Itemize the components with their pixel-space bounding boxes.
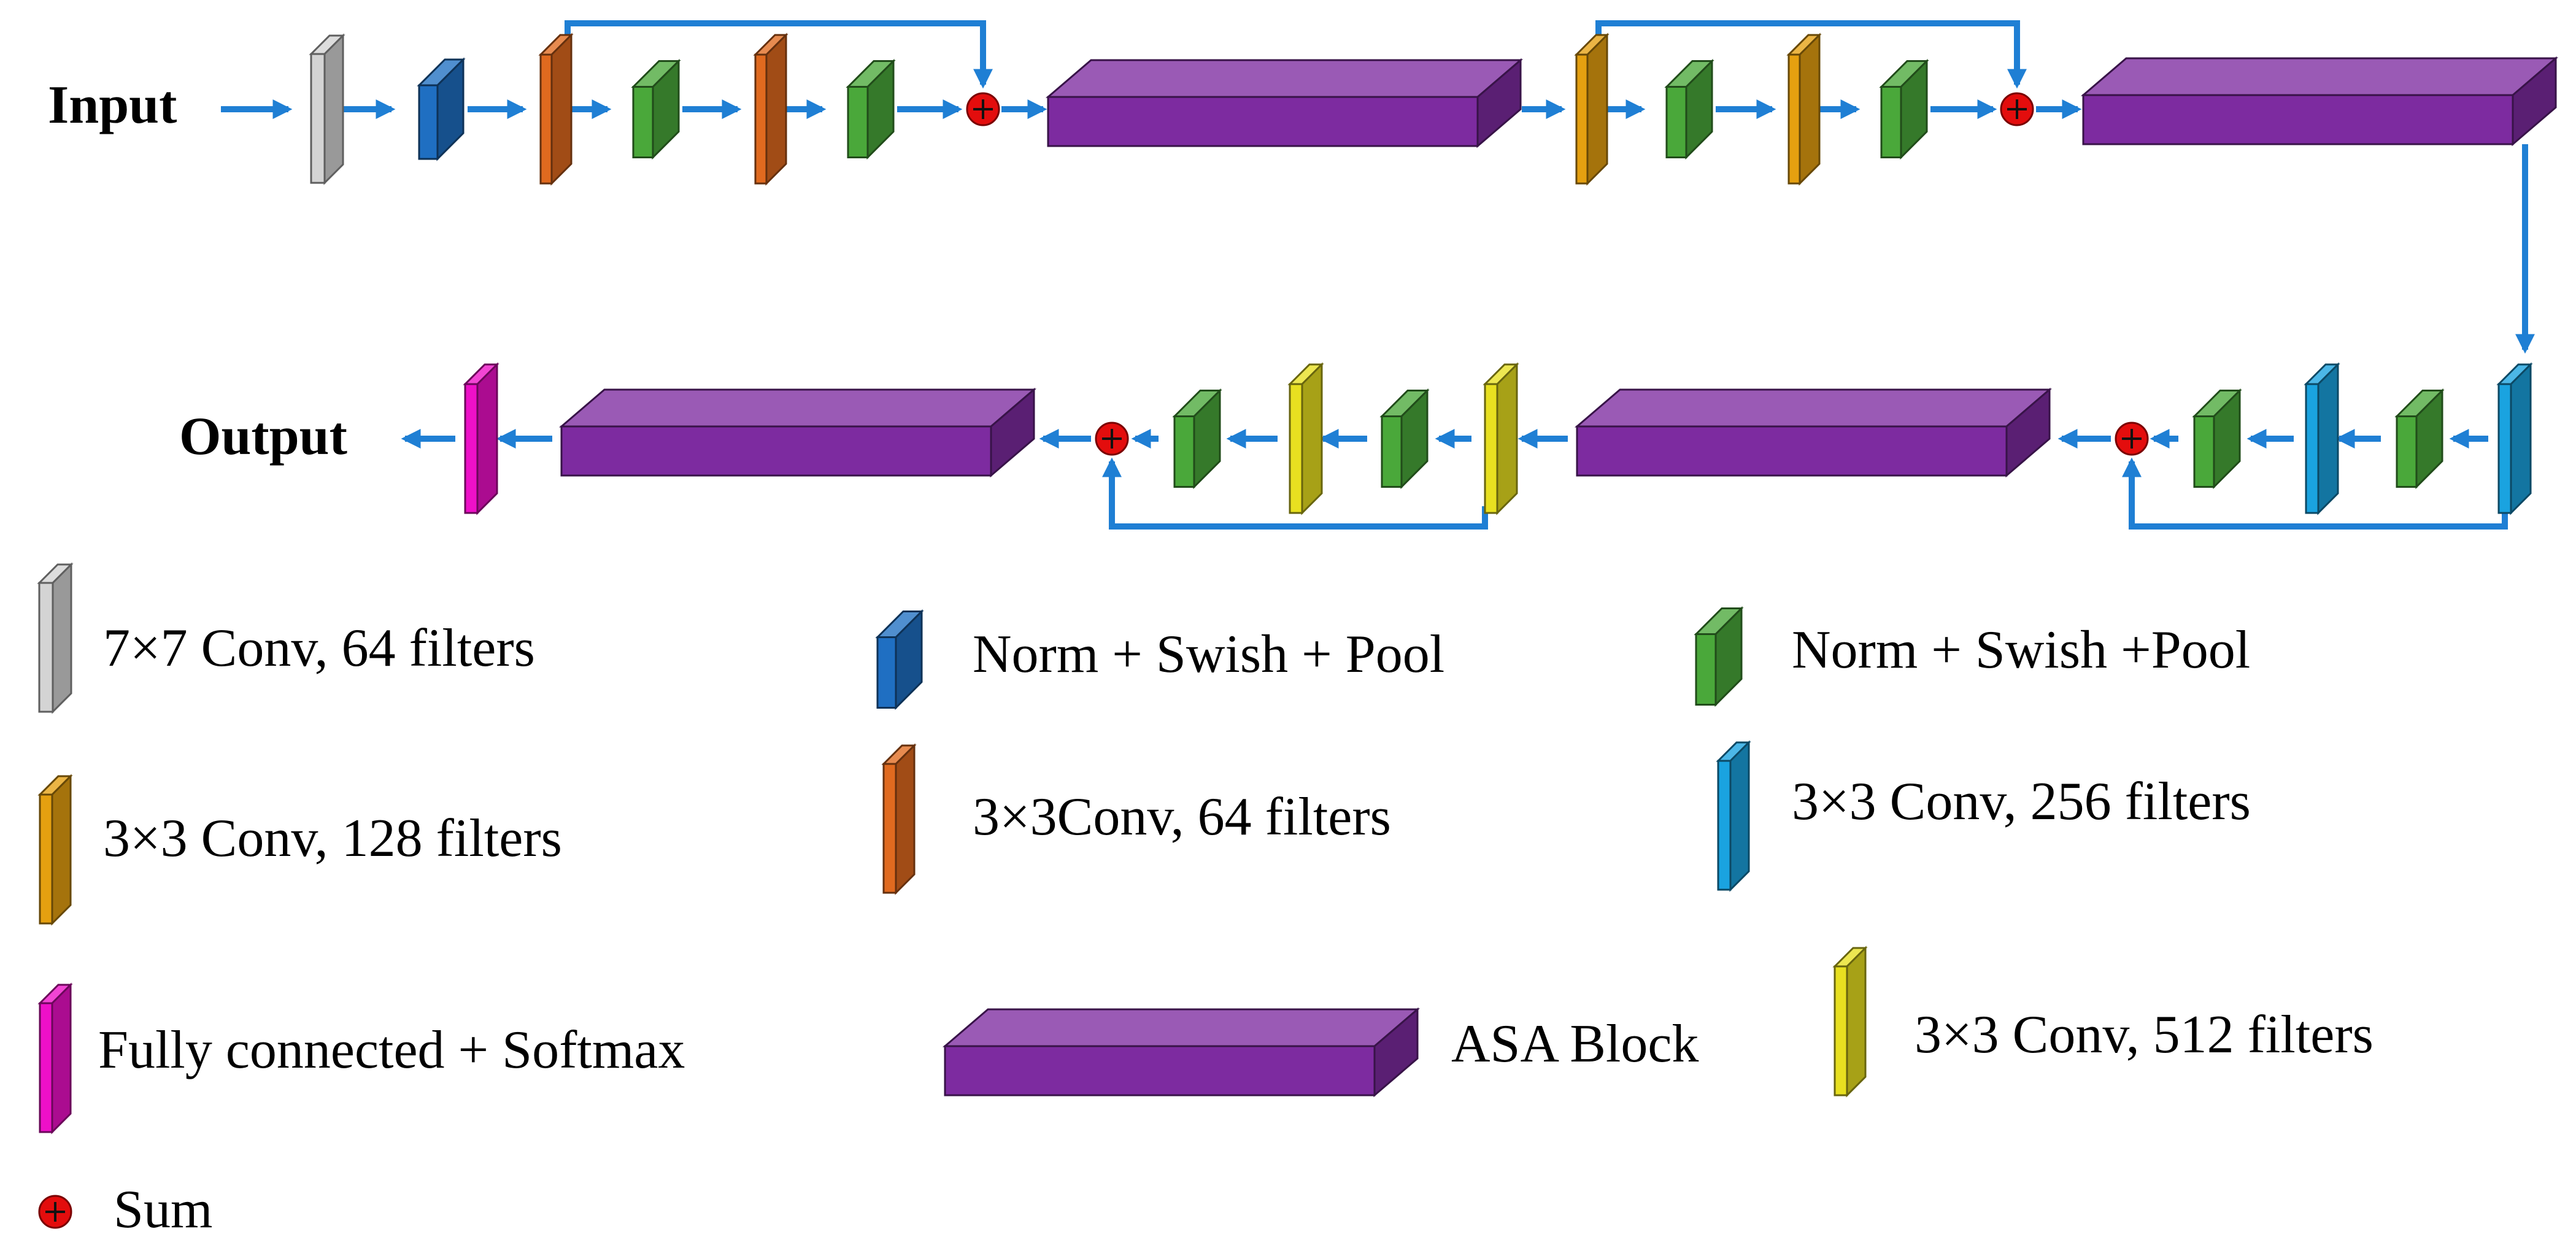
conv3x3-512-block-1 bbox=[1483, 362, 1519, 515]
norm-swish-pool-green-block-8 bbox=[1172, 388, 1222, 490]
norm-swish-pool-green-block-6 bbox=[2192, 388, 2242, 490]
output-label: Output bbox=[179, 407, 347, 466]
legend-norm-swish-pool-blue-swatch bbox=[875, 609, 924, 711]
legend-conv3x3-512-label: 3×3 Conv, 512 filters bbox=[1915, 1005, 2374, 1065]
conv7x7-64-block bbox=[309, 33, 345, 185]
asa-block-1 bbox=[1045, 58, 1524, 148]
legend-conv3x3-512-swatch bbox=[1832, 946, 1868, 1098]
legend-norm-swish-pool-green-swatch bbox=[1694, 606, 1744, 707]
norm-swish-pool-green-block-3 bbox=[1664, 58, 1714, 160]
sum-node-1 bbox=[966, 92, 1000, 126]
legend-sum-label: Sum bbox=[114, 1180, 212, 1239]
asa-block-2 bbox=[2080, 56, 2559, 147]
blocks bbox=[309, 33, 2559, 515]
fc-softmax-block bbox=[463, 362, 499, 515]
norm-swish-pool-green-block-2 bbox=[846, 58, 896, 160]
legend-fc-softmax-swatch bbox=[37, 982, 73, 1135]
conv3x3-128-block-2 bbox=[1786, 33, 1822, 186]
connectors bbox=[221, 20, 2536, 530]
conv3x3-64-block-1 bbox=[538, 33, 574, 186]
conv3x3-256-block-2 bbox=[2304, 362, 2340, 515]
legend-norm-swish-pool-green-label: Norm + Swish +Pool bbox=[1792, 620, 2250, 680]
legend-sum-swatch bbox=[38, 1195, 72, 1229]
input-label: Input bbox=[48, 75, 177, 135]
norm-swish-pool-green-block-7 bbox=[1379, 388, 1430, 490]
skip-connection-4 bbox=[1101, 457, 1488, 530]
norm-swish-pool-green-block-5 bbox=[2394, 388, 2445, 490]
legend-conv3x3-64-label: 3×3Conv, 64 filters bbox=[973, 787, 1391, 847]
legend-norm-swish-pool-blue-label: Norm + Swish + Pool bbox=[973, 625, 1444, 684]
legend: 7×7 Conv, 64 filters Norm + Swish + Pool… bbox=[37, 562, 2374, 1239]
conv3x3-128-block-1 bbox=[1574, 33, 1610, 186]
sum-node-4 bbox=[1095, 422, 1129, 456]
skip-connection-3 bbox=[2121, 457, 2508, 530]
legend-asa-block-label: ASA Block bbox=[1451, 1014, 1699, 1074]
conv3x3-64-block-2 bbox=[753, 33, 789, 186]
asa-block-4 bbox=[558, 387, 1037, 478]
legend-conv3x3-128-label: 3×3 Conv, 128 filters bbox=[103, 809, 562, 868]
norm-swish-pool-green-block-1 bbox=[631, 58, 681, 160]
sum-node-3 bbox=[2115, 422, 2149, 456]
norm-swish-pool-green-block-4 bbox=[1879, 58, 1929, 160]
norm-swish-pool-blue-block bbox=[417, 57, 466, 161]
legend-fc-softmax-label: Fully connected + Softmax bbox=[98, 1020, 685, 1080]
sum-node-2 bbox=[2000, 92, 2034, 126]
legend-conv3x3-128-swatch bbox=[37, 774, 73, 926]
asa-block-3 bbox=[1574, 387, 2053, 478]
conv3x3-512-block-2 bbox=[1287, 362, 1324, 515]
legend-conv3x3-64-swatch bbox=[881, 743, 917, 895]
legend-asa-block-swatch bbox=[942, 1007, 1421, 1098]
legend-conv7x7-64-swatch bbox=[37, 562, 74, 714]
legend-conv3x3-256-label: 3×3 Conv, 256 filters bbox=[1792, 772, 2251, 831]
legend-conv3x3-256-swatch bbox=[1716, 740, 1751, 892]
legend-conv7x7-64-label: 7×7 Conv, 64 filters bbox=[103, 618, 535, 678]
conv3x3-256-block-1 bbox=[2496, 362, 2533, 515]
